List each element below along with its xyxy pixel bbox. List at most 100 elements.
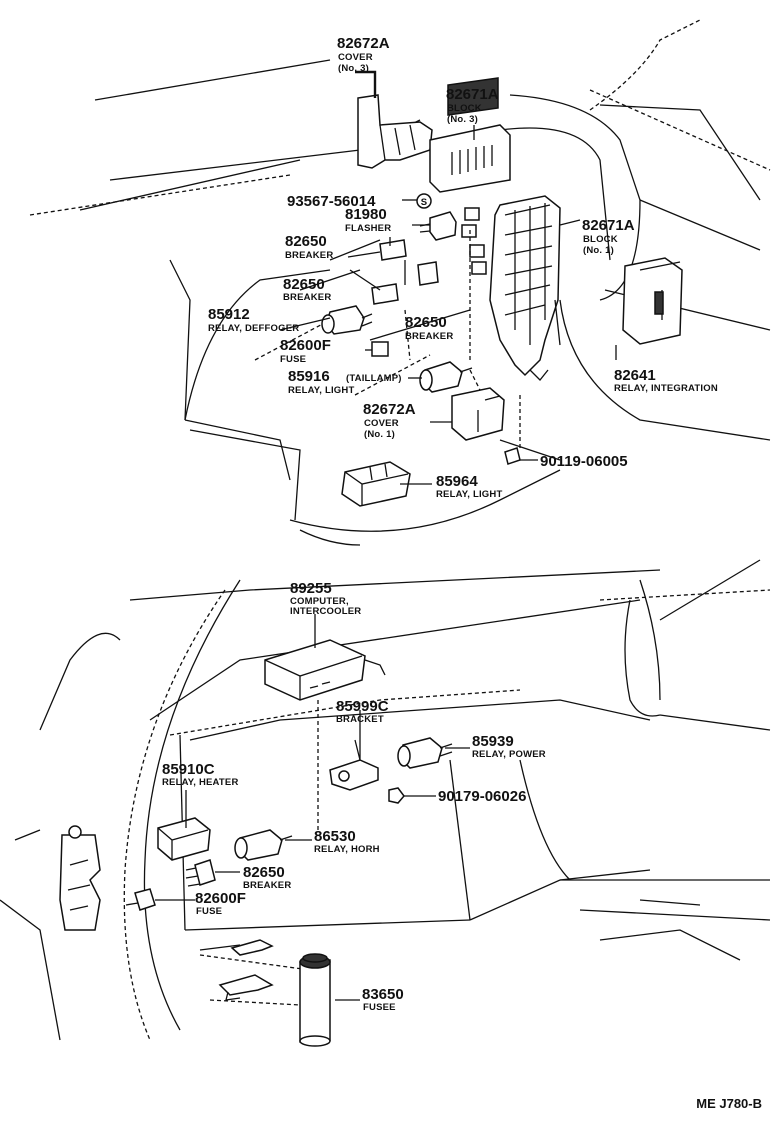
part-name: FUSEE (363, 1002, 396, 1013)
relay-power-part (397, 737, 453, 769)
leader-lines (155, 70, 617, 1001)
screw-90119-part (504, 447, 521, 465)
part-name: BRACKET (336, 714, 384, 725)
callout-85910C-relay-heater: 85910C RELAY, HEATER (162, 761, 239, 788)
part-name: BREAKER (285, 250, 333, 261)
callout-82600F-fuse-lower: 82600F FUSE (195, 890, 246, 917)
callout-85916-relay-light: 85916 (TAILLAMP) RELAY, LIGHT (288, 368, 402, 396)
part-number: 85916 (288, 368, 330, 385)
callout-85939-relay-power: 85939 RELAY, POWER (472, 733, 546, 760)
part-number: 82650 (283, 276, 325, 293)
relay-light-taillamp-part (419, 361, 473, 393)
callout-85964-relay-light: 85964 RELAY, LIGHT (436, 473, 502, 500)
callout-93567-56014: 93567-56014 (287, 193, 376, 210)
cover-no1-part (451, 387, 505, 441)
callout-82600F-fuse-upper: 82600F FUSE (280, 337, 331, 365)
part-number: 82650 (405, 314, 447, 331)
part-number: 82671A (446, 86, 499, 103)
part-number: 82671A (582, 217, 635, 234)
fuse-upper-part (371, 341, 389, 357)
part-name: RELAY, LIGHT (436, 489, 502, 500)
part-name: FUSE (196, 906, 222, 917)
fusee-part (299, 953, 331, 1047)
bracket-part (329, 739, 379, 791)
part-number: 82600F (195, 890, 246, 907)
part-number: 83650 (362, 986, 404, 1003)
part-name: RELAY, INTEGRATION (614, 383, 718, 394)
part-name: BLOCK (447, 103, 482, 114)
callout-90119-06005: 90119-06005 (540, 453, 628, 470)
part-name: BREAKER (405, 331, 453, 342)
part-name-line2: (No. 3) (447, 114, 478, 125)
block-no3-part (429, 77, 511, 193)
part-name: FUSE (280, 354, 306, 365)
part-name: BREAKER (243, 880, 291, 891)
callout-83650-fusee: 83650 FUSEE (362, 986, 404, 1013)
part-name: RELAY, DEFFOGER (208, 323, 299, 334)
part-name: RELAY, POWER (472, 749, 546, 760)
callout-89255-computer-intercooler: 89255 COMPUTER, INTERCOOLER (290, 580, 361, 617)
part-number: 82650 (243, 864, 285, 881)
part-number: 89255 (290, 580, 332, 597)
part-number: 86530 (314, 828, 356, 845)
part-number: 93567-56014 (287, 193, 376, 210)
part-number: 82641 (614, 367, 656, 384)
callout-82672A-cover-no1: 82672A COVER (No. 1) (363, 401, 416, 440)
callout-85999C-bracket: 85999C BRACKET (336, 698, 389, 725)
callout-82650-breaker-3: 82650 BREAKER (405, 314, 453, 342)
callout-82671A-block-no3: 82671A BLOCK (No. 3) (446, 86, 499, 125)
breaker-upper-1-part (379, 239, 407, 261)
callout-86530-relay-horn: 86530 RELAY, HORH (314, 828, 380, 855)
part-name: COMPUTER, (290, 596, 349, 607)
lower-body-outline (0, 559, 771, 1041)
part-number: 82672A (363, 401, 416, 418)
part-name: RELAY, HORH (314, 844, 380, 855)
part-number: 85912 (208, 306, 250, 323)
nut-part (388, 787, 405, 804)
part-name: RELAY, LIGHT (288, 385, 354, 396)
part-name-line2: INTERCOOLER (290, 606, 361, 617)
callout-82641-relay-integration: 82641 RELAY, INTEGRATION (614, 367, 718, 394)
part-number: 82672A (337, 35, 390, 52)
part-number: 85964 (436, 473, 478, 490)
computer-intercooler-part (264, 639, 386, 701)
callout-82650-breaker-lower: 82650 BREAKER (243, 864, 291, 891)
callout-85912-relay-defogger: 85912 RELAY, DEFFOGER (208, 306, 299, 334)
relay-integration-part (622, 257, 683, 345)
part-number: 90179-06026 (438, 788, 526, 805)
part-name: COVER (364, 418, 399, 429)
part-name-line2: (No. 1) (583, 245, 614, 256)
taillamp-note: (TAILLAMP) (346, 373, 402, 384)
callout-82650-breaker-1: 82650 BREAKER (285, 233, 333, 261)
relay-horn-part (234, 829, 293, 861)
part-name-line2: (No. 3) (338, 63, 369, 74)
fuse-lower-part (125, 888, 156, 911)
part-number: 82600F (280, 337, 331, 354)
part-name: BLOCK (583, 234, 618, 245)
cover-no3-part (357, 94, 433, 169)
breaker-upper-3-part (417, 261, 439, 286)
part-name: RELAY, HEATER (162, 777, 239, 788)
flasher-part (419, 211, 457, 241)
callout-90179-06026: 90179-06026 (438, 788, 526, 805)
part-number: 90119-06005 (540, 453, 628, 470)
part-name: FLASHER (345, 223, 391, 234)
relay-heater-part (157, 817, 211, 861)
part-number: 85939 (472, 733, 514, 750)
part-name-line2: (No. 1) (364, 429, 395, 440)
part-name: COVER (338, 52, 373, 63)
fusee-clips-part (218, 939, 274, 1001)
callout-81980-flasher: 81980 FLASHER (345, 206, 391, 234)
relay-defogger-part (321, 305, 373, 335)
part-number: 81980 (345, 206, 387, 223)
part-number: 85999C (336, 698, 389, 715)
screw-part: S (416, 193, 432, 209)
callout-82650-breaker-2: 82650 BREAKER (283, 276, 331, 303)
breaker-lower-part (185, 859, 216, 887)
callout-82672A-cover-no3: 82672A COVER (No. 3) (337, 35, 390, 74)
part-name: BREAKER (283, 292, 331, 303)
screw-marker: S (421, 197, 428, 208)
part-number: 85910C (162, 761, 215, 778)
callout-82671A-block-no1: 82671A BLOCK (No. 1) (582, 217, 635, 256)
